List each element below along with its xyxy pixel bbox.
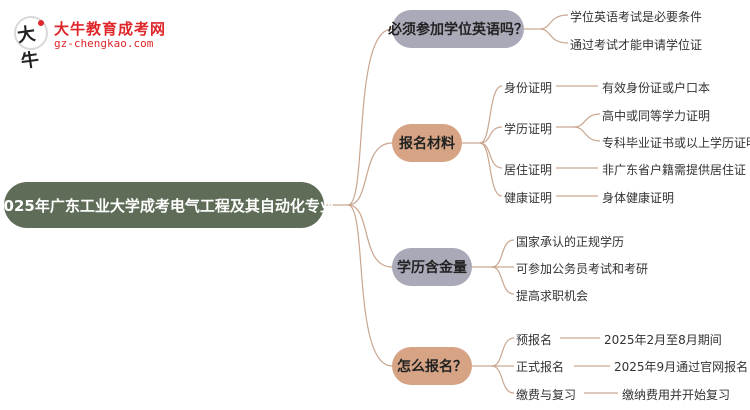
connector-b2-leaf-2: [479, 126, 503, 144]
leaf-recognized-degree: 国家承认的正规学历: [516, 235, 625, 249]
logo-url: gz-chengkao.com: [54, 37, 154, 50]
branch-degree-english: 必须参加学位英语吗？: [388, 10, 528, 48]
leaf-payment-review-detail: 缴纳费用并开始复习: [622, 388, 731, 402]
leaf-residence-permit: 非广东省户籍需提供居住证: [602, 163, 747, 177]
leaf-pre-registration-date: 2025年2月至8月期间: [604, 333, 722, 347]
branch-degree-value: 学历含金量: [392, 248, 472, 286]
connector-b2-edu-2: [573, 126, 601, 142]
connector-b2-leaf-3: [479, 142, 503, 169]
connector-root-branch-2: [347, 142, 393, 206]
connector-b2-leaf-4: [479, 142, 503, 197]
connector-root-branch-1: [347, 28, 393, 206]
leaf-college-diploma: 专科毕业证书或以上学历证明: [602, 136, 750, 150]
logo-title: 大牛教育成考网: [54, 20, 167, 38]
branch-how-to-apply: 怎么报名？: [392, 347, 472, 385]
connector-root-branch-3: [347, 204, 393, 268]
branch-application-materials: 报名材料: [392, 124, 462, 162]
leaf-highschool-cert: 高中或同等学力证明: [602, 109, 711, 123]
leaf-identity-proof: 身份证明: [504, 81, 553, 95]
leaf-payment-review: 缴费与复习: [516, 388, 577, 402]
root-topic: 2025年广东工业大学成考电气工程及其自动化专业: [0, 182, 335, 228]
connector-root-branch-4: [347, 204, 393, 367]
connector-b4-leaf-3: [491, 365, 515, 394]
logo-dot-icon: [38, 20, 44, 26]
leaf-pass-to-apply: 通过考试才能申请学位证: [570, 38, 703, 52]
leaf-education-proof: 学历证明: [504, 122, 553, 136]
connector-b2-edu-1: [573, 113, 601, 128]
connector-b4-leaf-1: [491, 337, 515, 367]
connector-b3-leaf-1: [491, 239, 515, 268]
connector-b3-leaf-3: [491, 266, 515, 295]
leaf-residence-proof: 居住证明: [504, 163, 553, 177]
connector-b1-leaf-2: [539, 28, 569, 44]
leaf-degree-english-required: 学位英语考试是必要条件: [570, 10, 703, 24]
leaf-job-chance: 提高求职机会: [516, 289, 589, 303]
leaf-civil-exam: 可参加公务员考试和考研: [516, 262, 649, 276]
leaf-official-registration-date: 2025年9月通过官网报名: [614, 360, 749, 374]
logo-badge: 大牛: [14, 16, 48, 73]
leaf-official-registration: 正式报名: [516, 360, 565, 374]
logo-mark: 大牛: [16, 23, 41, 73]
site-logo[interactable]: 大牛 大牛教育成考网 gz-chengkao.com: [14, 16, 167, 73]
leaf-health-proof: 健康证明: [504, 191, 553, 205]
connector-b2-leaf-1: [479, 85, 503, 144]
leaf-pre-registration: 预报名: [516, 333, 553, 347]
leaf-health-cert: 身体健康证明: [602, 191, 675, 205]
leaf-id-card: 有效身份证或户口本: [602, 81, 711, 95]
connector-b1-leaf-1: [539, 14, 569, 30]
